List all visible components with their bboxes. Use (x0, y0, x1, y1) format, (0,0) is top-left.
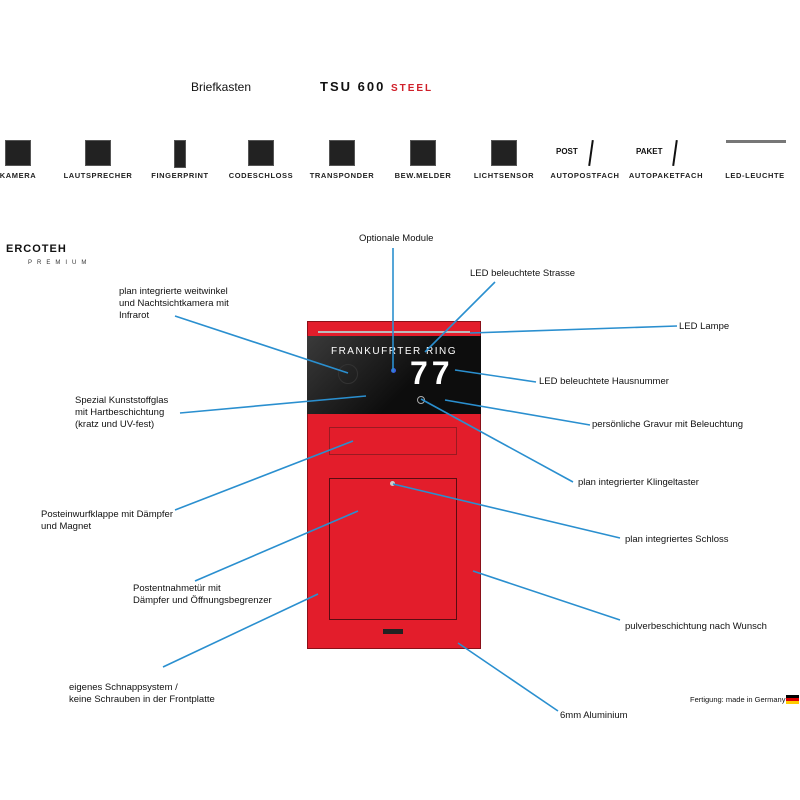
callout-line (392, 483, 621, 539)
led-lamp-bar (318, 331, 470, 333)
module-label: TRANSPONDER (309, 171, 375, 180)
lock[interactable] (390, 481, 395, 486)
callout-line-text: Dämpfer und Öffnungsbegrenzer (133, 595, 272, 606)
camera-lens (338, 364, 358, 384)
callout-line (469, 325, 678, 334)
mail-slot-flap[interactable] (329, 427, 457, 455)
house-number: 77 (410, 355, 454, 391)
brand-plate (383, 629, 403, 634)
callout-line (174, 315, 349, 374)
module-label: AUTOPAKETFACH (628, 171, 704, 180)
module-label: AUTOPOSTFACH (550, 171, 620, 180)
callout-aluminium: 6mm Aluminium (560, 710, 628, 721)
speaker-module-icon (85, 140, 111, 166)
callout-powder: pulverbeschichtung nach Wunsch (625, 621, 767, 632)
title: Briefkasten (191, 80, 252, 94)
callout-snap: eigenes Schnappsystem /keine Schrauben i… (69, 682, 215, 706)
callout-line-text: und Nachtsichtkamera mit (119, 298, 229, 309)
callout-line (472, 570, 621, 621)
callout-line (454, 369, 537, 383)
callout-line-text: Posteinwurfklappe mit Dämpfer (41, 509, 173, 520)
codelock-module-icon (248, 140, 274, 166)
callout-line-text: Infrarot (119, 310, 150, 321)
callout-line (420, 398, 574, 483)
callout-line-text: plan integrierte weitwinkel (119, 286, 228, 297)
module-label: CODESCHLOSS (228, 171, 294, 180)
callout-line (179, 395, 367, 414)
callout-line-text: (kratz und UV-fest) (75, 419, 155, 430)
callout-line-text: eigenes Schnappsystem / (69, 682, 178, 693)
motion-sensor-module-icon (410, 140, 436, 166)
brand-logo: ERCOTEH (6, 243, 67, 255)
callout-line-text: mit Hartbeschichtung (75, 407, 165, 418)
module-label: LAUTSPRECHER (63, 171, 133, 180)
module-label: BEW.MELDER (394, 171, 452, 180)
callout-street-led: LED beleuchtete Strasse (470, 268, 576, 279)
transponder-module-icon (329, 140, 355, 166)
callout-optional-modules: Optionale Module (359, 233, 434, 244)
module-label: FINGERPRINT (151, 171, 209, 180)
callout-lock: plan integriertes Schloss (625, 534, 729, 545)
model-name: TSU 600 STEEL (320, 79, 433, 94)
mail-door[interactable] (329, 478, 457, 620)
module-label: LICHTSENSOR (473, 171, 535, 180)
callout-line (174, 440, 354, 511)
callout-line (424, 281, 496, 353)
callout-bell: plan integrierter Klingeltaster (578, 477, 699, 488)
model-suffix: STEEL (390, 83, 434, 94)
camera-module-icon (5, 140, 31, 166)
callout-led-lamp: LED Lampe (679, 321, 730, 332)
callout-line-text: Postentnahmetür mit (133, 583, 221, 594)
light-sensor-module-icon (491, 140, 517, 166)
brand-sub: PREMIUM (28, 260, 92, 266)
callout-line-text: und Magnet (41, 521, 92, 532)
paket-mark: PAKET (636, 147, 663, 156)
callout-line-text: keine Schrauben in der Frontplatte (69, 694, 215, 705)
callout-line (162, 593, 319, 668)
post-mark: POST (556, 147, 578, 156)
fingerprint-module-icon (174, 140, 186, 168)
callout-number-led: LED beleuchtete Hausnummer (539, 376, 669, 387)
callout-line (194, 510, 359, 582)
made-in-germany: Fertigung: made in Germany (690, 695, 786, 704)
module-label: LED-LEUCHTE (725, 171, 785, 180)
callout-line (457, 642, 559, 712)
callout-engraving: persönliche Gravur mit Beleuchtung (592, 419, 744, 430)
model-number: TSU 600 (320, 79, 386, 94)
callout-line-text: Spezial Kunststoffglas (75, 395, 169, 406)
callout-line (444, 399, 591, 426)
module-label: KAMERA (0, 171, 37, 180)
led-strip-icon (726, 140, 786, 143)
germany-flag-icon (786, 695, 799, 704)
